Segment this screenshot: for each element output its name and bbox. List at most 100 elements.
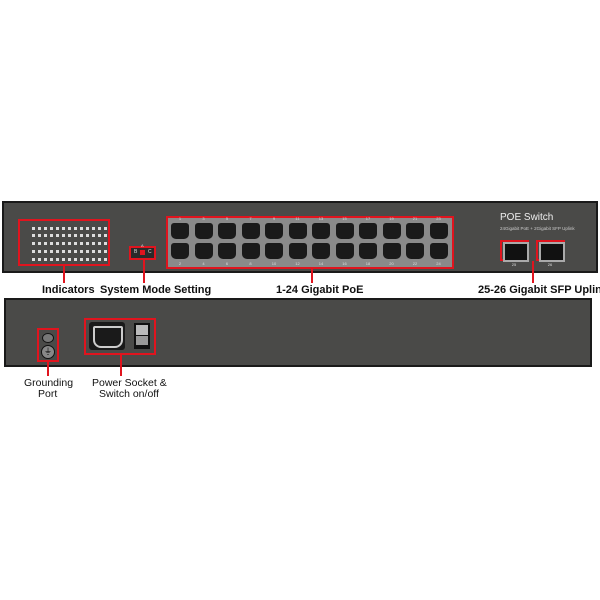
indicator-led [32,258,35,261]
indicator-led [44,234,47,237]
port-number: 7 [249,216,252,221]
rj45-port[interactable] [406,243,424,259]
rj45-port[interactable] [288,243,307,259]
indicator-led [80,258,83,261]
indicator-led [86,227,89,230]
indicator-led [44,258,47,261]
rj45-port[interactable] [335,223,354,239]
indicator-led [74,250,77,253]
indicator-led [68,250,71,253]
rj45-port[interactable] [429,223,448,239]
sfp-uplink-label: 25-26 Gigabit SFP Uplink [478,284,600,296]
rj45-port[interactable] [241,223,260,239]
port-number: 23 [436,216,441,221]
indicator-led [62,242,65,245]
rj45-port[interactable] [288,223,307,239]
leader-line [63,266,65,283]
port-number: 4 [202,261,205,266]
indicator-led [80,227,83,230]
rj45-port[interactable] [194,223,213,239]
port-number: 1 [178,216,182,221]
port-number: 9 [272,216,276,221]
rj45-port[interactable] [359,223,377,239]
indicator-led [86,242,89,245]
rj45-port[interactable] [171,243,189,259]
indicator-led [92,258,95,261]
rj45-port[interactable] [171,223,189,239]
indicator-led [50,234,53,237]
port-number: 14 [318,261,324,266]
port-number: 10 [271,261,277,266]
indicator-led [38,227,41,230]
rj45-port[interactable] [382,223,401,239]
indicator-led [98,258,101,261]
indicator-led [74,234,77,237]
indicator-led [50,242,53,245]
sfp-number: 25 [511,262,517,267]
port-number: 5 [225,216,229,221]
indicator-led [98,242,101,245]
grounding-label: Grounding [24,377,74,389]
indicator-led [62,258,65,261]
mode-label-c: C [148,249,152,255]
indicator-led [86,250,89,253]
rj45-port[interactable] [429,243,448,259]
rj45-port[interactable] [382,243,401,259]
mode-label-a: A [141,243,144,248]
rj45-port[interactable] [406,223,424,239]
power-switch[interactable] [134,323,150,349]
sfp-number: 26 [547,262,553,267]
rj45-port[interactable] [335,243,354,259]
indicator-led [80,250,83,253]
power-label: Switch on/off [99,388,159,400]
indicator-led [104,250,107,253]
leader-line [532,261,534,283]
indicator-led [50,258,53,261]
port-number: 22 [412,261,418,266]
port-number: 2 [178,261,182,266]
mode-switch[interactable] [140,250,145,255]
rj45-port[interactable] [218,243,236,259]
indicator-led [56,227,59,230]
power-socket-icon[interactable] [89,322,125,350]
indicator-led [98,250,101,253]
rj45-port[interactable] [265,243,283,259]
indicator-led [56,258,59,261]
rj45-port[interactable] [218,223,236,239]
rj45-port[interactable] [312,243,330,259]
indicator-led [98,234,101,237]
rj45-port[interactable] [265,223,283,239]
indicator-led [104,227,107,230]
indicator-led [32,242,35,245]
indicator-led [62,234,65,237]
indicator-led [50,227,53,230]
indicator-led [62,250,65,253]
port-number: 16 [342,261,347,266]
mode-label-b: B [134,249,138,255]
sfp-port-25[interactable] [503,242,529,262]
rj45-port[interactable] [241,243,260,259]
poe-ports-label: 1-24 Gigabit PoE [276,284,364,296]
port-number: 8 [249,261,252,266]
rj45-port[interactable] [312,223,330,239]
indicator-led [74,227,77,230]
indicator-led [50,250,53,253]
indicator-led [68,227,71,230]
rj45-port[interactable] [359,243,377,259]
sfp-port-26[interactable] [539,242,565,262]
port-number: 21 [412,216,418,221]
port-number: 11 [295,216,300,221]
leader-line [311,269,313,283]
port-number: 6 [225,261,229,266]
indicator-led [86,258,89,261]
indicator-led [68,242,71,245]
port-number: 20 [389,261,394,266]
port-number: 12 [295,261,300,266]
indicator-led [92,242,95,245]
leader-line [47,362,49,376]
rj45-port[interactable] [194,243,213,259]
indicator-led [92,227,95,230]
leader-line [143,260,145,283]
indicator-led [38,242,41,245]
ground-symbol-icon[interactable]: ⏚ [41,345,55,359]
